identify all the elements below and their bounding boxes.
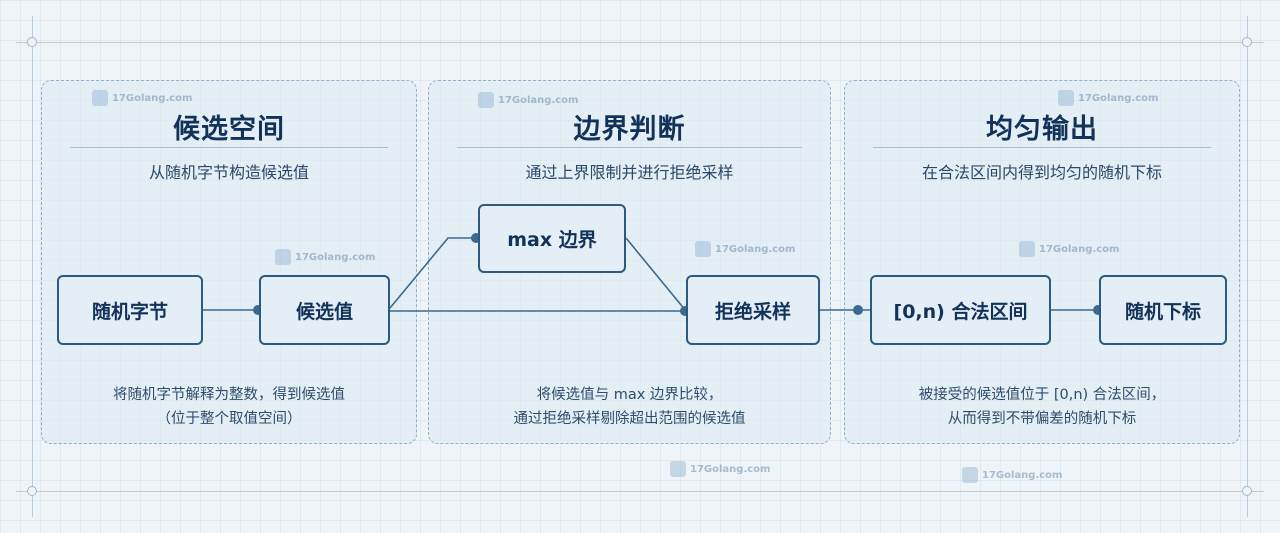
- frame-line-bottom: [16, 491, 1264, 492]
- node-candidate: 候选值: [259, 275, 390, 345]
- panel-note-line: （位于整个取值空间）: [156, 411, 302, 427]
- watermark: 17Golang.com: [695, 241, 795, 257]
- panel-candidate-space: 候选空间 从随机字节构造候选值 将随机字节解释为整数，得到候选值 （位于整个取值…: [41, 80, 417, 444]
- watermark-text: 17Golang.com: [715, 243, 796, 255]
- panel-note-line: 从而得到不带偏差的随机下标: [947, 411, 1137, 427]
- panel-divider: [70, 147, 388, 148]
- panel-title: 边界判断: [573, 114, 686, 145]
- watermark-text: 17Golang.com: [982, 469, 1063, 481]
- connector-dot: [853, 305, 863, 315]
- watermark-text: 17Golang.com: [1039, 243, 1120, 255]
- frame-line-top: [16, 42, 1264, 43]
- panel-note: 将候选值与 max 边界比较， 通过拒绝采样剔除超出范围的候选值: [439, 383, 820, 431]
- watermark-logo-icon: [962, 467, 978, 483]
- watermark: 17Golang.com: [92, 90, 192, 106]
- watermark: 17Golang.com: [962, 467, 1062, 483]
- frame-corner-bottom-right: [1242, 486, 1252, 496]
- frame-corner-top-right: [1242, 37, 1252, 47]
- watermark: 17Golang.com: [275, 249, 375, 265]
- panel-note-line: 将随机字节解释为整数，得到候选值: [113, 387, 345, 403]
- watermark-text: 17Golang.com: [498, 94, 579, 106]
- panel-title: 候选空间: [173, 114, 285, 145]
- watermark-logo-icon: [670, 461, 686, 477]
- panel-note: 被接受的候选值位于 [0,n) 合法区间， 从而得到不带偏差的随机下标: [855, 383, 1229, 431]
- panel-note: 将随机字节解释为整数，得到候选值 （位于整个取值空间）: [52, 383, 406, 431]
- watermark-text: 17Golang.com: [690, 463, 771, 475]
- watermark-logo-icon: [1019, 241, 1035, 257]
- panel-divider: [457, 147, 802, 148]
- node-max-bound: max 边界: [478, 204, 626, 273]
- watermark-logo-icon: [275, 249, 291, 265]
- panel-uniform-output: 均匀输出 在合法区间内得到均匀的随机下标 被接受的候选值位于 [0,n) 合法区…: [844, 80, 1240, 444]
- watermark-logo-icon: [695, 241, 711, 257]
- watermark-logo-icon: [478, 92, 494, 108]
- panel-subtitle: 从随机字节构造候选值: [148, 163, 309, 182]
- frame-line-left: [32, 16, 33, 517]
- watermark: 17Golang.com: [478, 92, 578, 108]
- watermark-logo-icon: [92, 90, 108, 106]
- node-random-index: 随机下标: [1099, 275, 1227, 345]
- node-valid-range: [0,n) 合法区间: [870, 275, 1051, 345]
- watermark-logo-icon: [1058, 90, 1074, 106]
- node-rejection-sampling: 拒绝采样: [686, 275, 820, 345]
- watermark: 17Golang.com: [670, 461, 770, 477]
- frame-corner-bottom-left: [27, 486, 37, 496]
- panel-subtitle: 在合法区间内得到均匀的随机下标: [921, 163, 1162, 182]
- watermark-text: 17Golang.com: [295, 251, 376, 263]
- panel-note-line: 被接受的候选值位于 [0,n) 合法区间，: [918, 387, 1166, 403]
- watermark-text: 17Golang.com: [112, 92, 193, 104]
- watermark-text: 17Golang.com: [1078, 92, 1159, 104]
- frame-corner-top-left: [27, 37, 37, 47]
- node-random-bytes: 随机字节: [57, 275, 203, 345]
- watermark: 17Golang.com: [1019, 241, 1119, 257]
- watermark: 17Golang.com: [1058, 90, 1158, 106]
- edge-candidate-to-max: [389, 237, 478, 309]
- panel-note-line: 将候选值与 max 边界比较，: [536, 387, 723, 403]
- panel-divider: [873, 147, 1211, 148]
- panel-note-line: 通过拒绝采样剔除超出范围的候选值: [513, 411, 746, 427]
- frame-line-right: [1247, 16, 1248, 517]
- edge-max-to-reject: [625, 237, 687, 312]
- panel-title: 均匀输出: [986, 114, 1098, 145]
- panel-subtitle: 通过上界限制并进行拒绝采样: [525, 163, 734, 182]
